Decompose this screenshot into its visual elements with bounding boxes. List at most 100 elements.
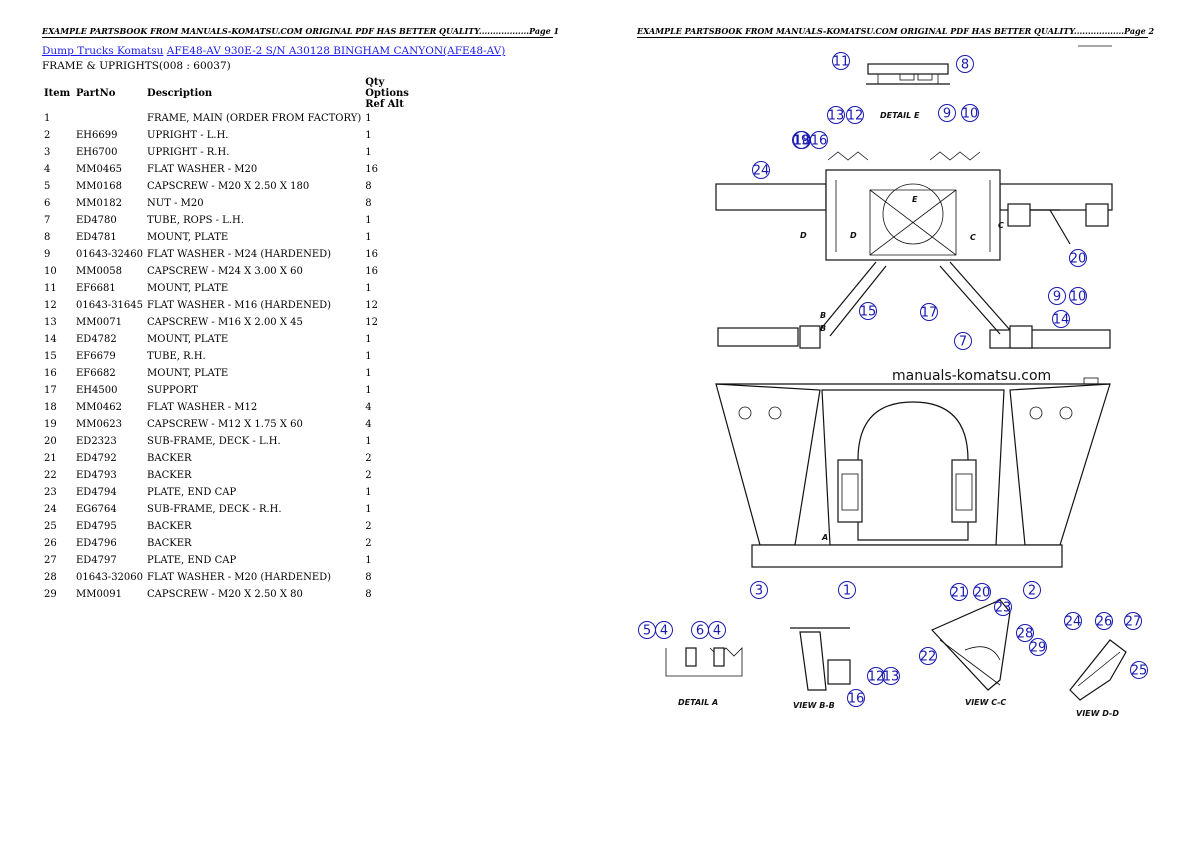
callout-20: 20 xyxy=(973,583,991,601)
description-cell: MOUNT, PLATE xyxy=(147,368,229,379)
item-cell: 8 xyxy=(44,232,51,243)
frame-top-view xyxy=(715,151,1113,349)
callout-8: 8 xyxy=(956,55,974,73)
callout-5: 5 xyxy=(638,621,656,639)
item-cell: 11 xyxy=(44,283,57,294)
item-cell: 14 xyxy=(44,334,57,345)
description-cell: FLAT WASHER - M20 xyxy=(147,164,258,175)
svg-text:9: 9 xyxy=(943,107,951,122)
breadcrumb-link-model[interactable]: AFE48-AV 930E-2 S/N A30128 BINGHAM CANYO… xyxy=(166,45,506,57)
section-marker: B xyxy=(820,311,826,320)
svg-text:22: 22 xyxy=(920,650,937,665)
callout-3: 3 xyxy=(750,581,768,599)
callout-29: 29 xyxy=(1029,638,1047,656)
description-cell: PLATE, END CAP xyxy=(147,487,237,498)
partno-cell: EF6681 xyxy=(76,283,116,294)
partno-cell: EF6682 xyxy=(76,368,116,379)
partno-cell: MM0071 xyxy=(76,317,122,328)
item-cell: 20 xyxy=(44,436,57,447)
svg-text:6: 6 xyxy=(696,624,704,639)
watermark-text: manuals-komatsu.com xyxy=(892,368,1051,384)
partno-cell: MM0182 xyxy=(76,198,122,209)
qty-cell: 1 xyxy=(365,232,372,243)
qty-cell: 1 xyxy=(365,555,372,566)
qty-cell: 12 xyxy=(365,317,378,328)
svg-text:7: 7 xyxy=(959,335,967,350)
svg-text:13: 13 xyxy=(883,670,900,685)
page-header-2: EXAMPLE PARTSBOOK FROM MANUALS-KOMATSU.C… xyxy=(637,26,1155,38)
qty-cell: 1 xyxy=(365,215,372,226)
header-qty: Qty Options Ref Alt xyxy=(365,77,409,110)
callout-26: 26 xyxy=(1095,612,1113,630)
svg-text:25: 25 xyxy=(1131,664,1148,679)
partno-cell: ED4792 xyxy=(76,453,117,464)
item-cell: 16 xyxy=(44,368,57,379)
section-marker: C xyxy=(970,233,976,242)
item-cell: 4 xyxy=(44,164,51,175)
qty-cell: 1 xyxy=(365,504,372,515)
description-cell: MOUNT, PLATE xyxy=(147,283,229,294)
detail-e-drawing xyxy=(866,45,1112,85)
svg-text:20: 20 xyxy=(1070,252,1087,267)
qty-cell: 8 xyxy=(365,572,372,583)
qty-cell: 1 xyxy=(365,113,372,124)
item-cell: 10 xyxy=(44,266,57,277)
partno-cell: ED4795 xyxy=(76,521,117,532)
callout-28: 28 xyxy=(1016,624,1034,642)
partno-cell: 01643-32460 xyxy=(76,249,144,260)
item-cell: 5 xyxy=(44,181,51,192)
callout-4: 4 xyxy=(708,621,726,639)
callout-23: 23 xyxy=(994,598,1012,616)
callout-7: 7 xyxy=(954,332,972,350)
partno-cell: MM0168 xyxy=(76,181,122,192)
callout-16: 16 xyxy=(810,131,828,149)
svg-text:24: 24 xyxy=(1065,615,1082,630)
description-cell: SUPPORT xyxy=(147,385,198,396)
callout-25: 25 xyxy=(1130,661,1148,679)
item-cell: 1 xyxy=(44,113,51,124)
item-cell: 28 xyxy=(44,572,57,583)
qty-cell: 1 xyxy=(365,147,372,158)
qty-cell: 4 xyxy=(365,419,372,430)
page-2: EXAMPLE PARTSBOOK FROM MANUALS-KOMATSU.C… xyxy=(595,0,1190,842)
partno-cell: ED4797 xyxy=(76,555,117,566)
callout-2: 2 xyxy=(1023,581,1041,599)
callout-16: 16 xyxy=(847,689,865,707)
qty-cell: 16 xyxy=(365,164,378,175)
description-cell: BACKER xyxy=(147,453,192,464)
qty-cell: 1 xyxy=(365,487,372,498)
qty-cell: 1 xyxy=(365,368,372,379)
svg-text:5: 5 xyxy=(643,624,651,639)
qty-cell: 4 xyxy=(365,402,372,413)
partno-cell: ED4794 xyxy=(76,487,117,498)
view-label: DETAIL A xyxy=(678,698,718,707)
partno-cell: MM0091 xyxy=(76,589,122,600)
description-cell: MOUNT, PLATE xyxy=(147,334,229,345)
description-cell: SUB-FRAME, DECK - L.H. xyxy=(147,436,281,447)
frame-front-view xyxy=(715,377,1111,568)
item-cell: 18 xyxy=(44,402,57,413)
section-title: FRAME & UPRIGHTS(008 : 60037) xyxy=(42,60,231,72)
svg-text:20: 20 xyxy=(974,586,991,601)
description-cell: UPRIGHT - L.H. xyxy=(147,130,229,141)
svg-text:15: 15 xyxy=(860,305,877,320)
callout-12: 12 xyxy=(867,667,885,685)
breadcrumb-link-dump-trucks[interactable]: Dump Trucks Komatsu xyxy=(42,45,164,57)
callout-20: 20 xyxy=(1069,249,1087,267)
qty-cell: 8 xyxy=(365,198,372,209)
description-cell: BACKER xyxy=(147,521,192,532)
partno-cell: MM0058 xyxy=(76,266,122,277)
